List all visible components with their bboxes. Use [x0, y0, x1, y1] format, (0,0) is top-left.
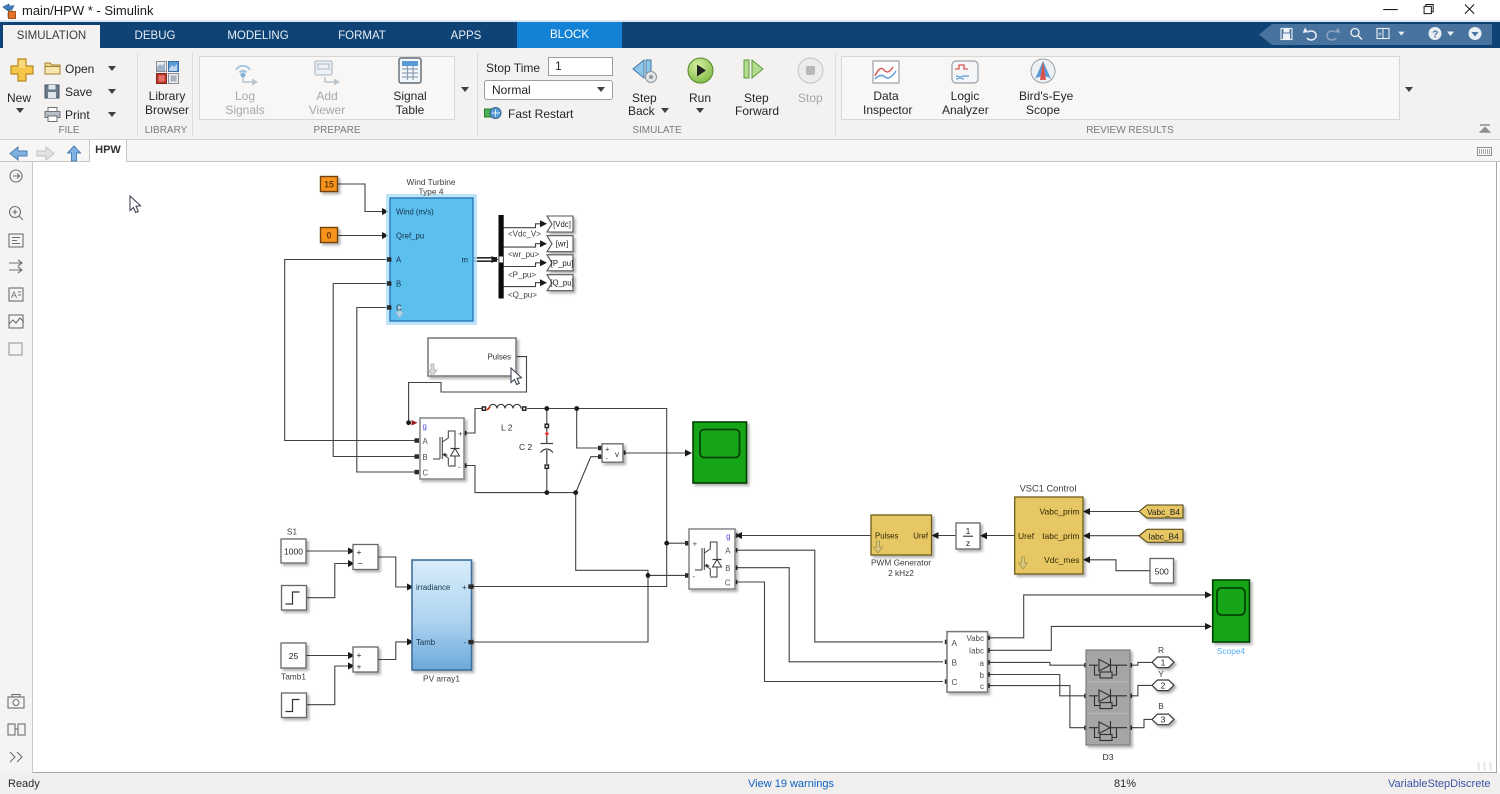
svg-text:?: ? [1432, 30, 1438, 41]
svg-text:»: » [1378, 31, 1382, 38]
svg-text:A: A [11, 290, 17, 300]
